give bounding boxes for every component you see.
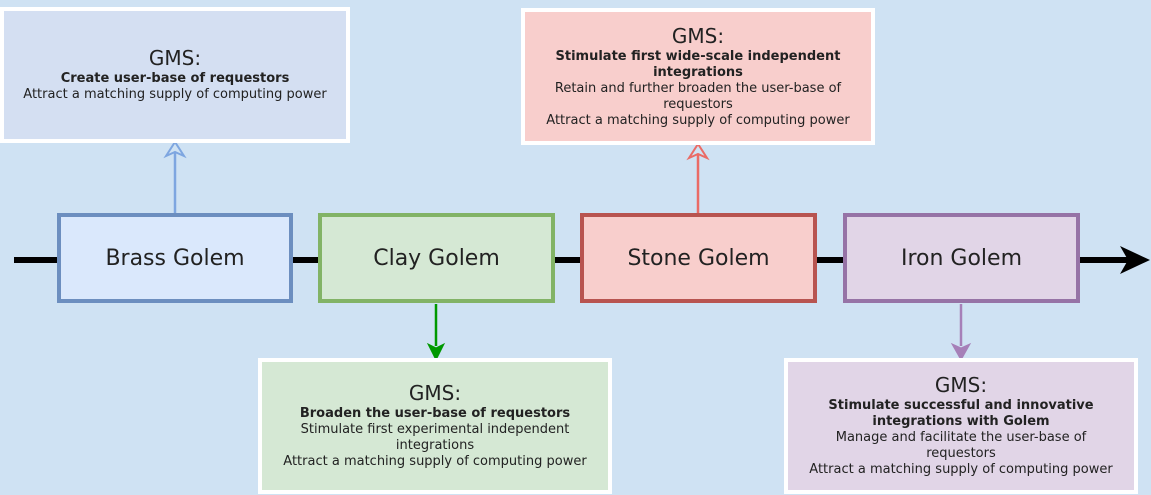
- gms-stone-goal: Stimulate first wide-scale independent i…: [555, 48, 841, 80]
- gms-box-iron: GMS: Stimulate successful and innovative…: [784, 358, 1138, 494]
- gms-brass-title: GMS:: [148, 46, 202, 70]
- stage-clay-label: Clay Golem: [373, 245, 500, 271]
- timeline-arrowhead: [1120, 246, 1150, 274]
- gms-stone-line-2: Attract a matching supply of computing p…: [546, 112, 850, 128]
- stage-brass-label: Brass Golem: [105, 245, 245, 271]
- gms-iron-line-2: Attract a matching supply of computing p…: [809, 462, 1113, 477]
- iron-arrowhead: [950, 342, 972, 362]
- stage-stone-label: Stone Golem: [627, 245, 770, 271]
- gms-stone-title: GMS:: [671, 23, 725, 48]
- clay-arrowhead: [426, 342, 446, 362]
- stage-brass-golem: Brass Golem: [57, 213, 293, 303]
- gms-clay-title: GMS:: [408, 381, 462, 405]
- gms-clay-goal: Broaden the user-base of requestors: [299, 406, 571, 421]
- stone-arrowhead: [686, 142, 710, 161]
- gms-box-stone: GMS: Stimulate first wide-scale independ…: [521, 8, 875, 145]
- gms-brass-goal: Create user-base of requestors: [60, 71, 290, 86]
- gms-box-clay: GMS: Broaden the user-base of requestors…: [258, 358, 612, 494]
- gms-clay-line-1: Stimulate first experimental independent…: [300, 422, 570, 453]
- gms-brass-line-1: Attract a matching supply of computing p…: [23, 87, 327, 102]
- stage-iron-label: Iron Golem: [900, 245, 1023, 271]
- stage-clay-golem: Clay Golem: [318, 213, 555, 303]
- gms-clay-line-2: Attract a matching supply of computing p…: [283, 454, 587, 469]
- gms-iron-line-1: Manage and facilitate the user-base of r…: [835, 430, 1087, 461]
- gms-box-brass: GMS: Create user-base of requestors Attr…: [0, 7, 350, 143]
- stage-iron-golem: Iron Golem: [843, 213, 1080, 303]
- stage-stone-golem: Stone Golem: [580, 213, 817, 303]
- gms-iron-goal: Stimulate successful and innovative inte…: [828, 398, 1094, 429]
- brass-arrowhead: [163, 140, 187, 159]
- gms-iron-title: GMS:: [934, 373, 988, 397]
- gms-stone-line-1: Retain and further broaden the user-base…: [554, 80, 842, 112]
